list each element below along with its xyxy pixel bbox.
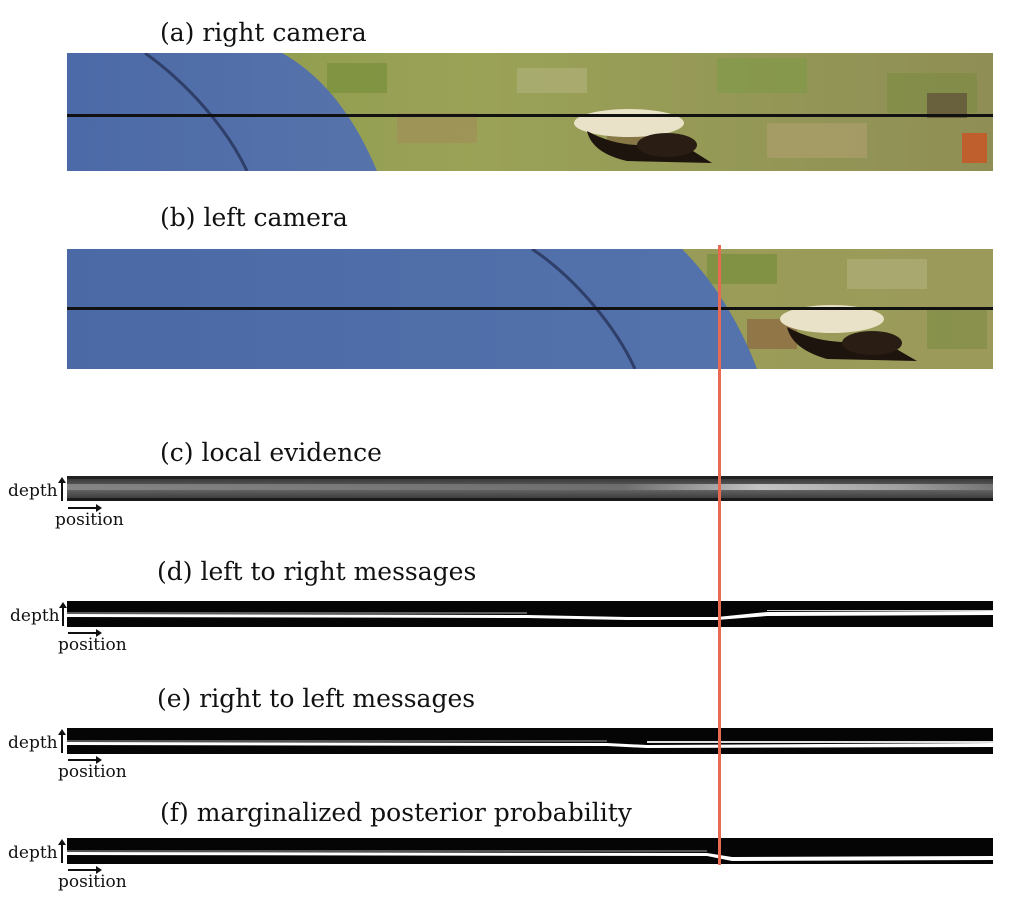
depth-arrow-d-icon	[59, 602, 67, 626]
caption-left-camera: (b) left camera	[160, 203, 348, 232]
position-arrow-f-icon	[68, 866, 102, 874]
left-camera-image	[67, 249, 993, 369]
posterior-map	[67, 838, 993, 864]
position-label-c: position	[55, 510, 124, 530]
local-evidence-strip	[67, 476, 993, 501]
right-to-left-strip	[67, 728, 993, 754]
column-marker-line	[718, 245, 721, 865]
right-camera-image	[67, 53, 993, 171]
position-arrow-d-icon	[68, 629, 102, 637]
left-to-right-map	[67, 601, 993, 627]
right-camera-photo	[67, 53, 993, 171]
position-label-e: position	[58, 762, 127, 782]
caption-right-to-left: (e) right to left messages	[157, 684, 476, 713]
caption-left-to-right: (d) left to right messages	[157, 557, 477, 586]
depth-arrow-f-icon	[58, 839, 66, 863]
depth-label-c: depth	[8, 481, 58, 501]
right-to-left-map	[67, 728, 993, 754]
local-evidence-map	[67, 476, 993, 501]
position-label-d: position	[58, 635, 127, 655]
position-arrow-c-icon	[68, 504, 102, 512]
position-label-f: position	[58, 872, 127, 892]
left-camera-photo	[67, 249, 993, 369]
position-arrow-e-icon	[68, 756, 102, 764]
depth-arrow-e-icon	[58, 729, 66, 753]
posterior-strip	[67, 838, 993, 864]
left-to-right-strip	[67, 601, 993, 627]
turtle-shape-left	[780, 305, 917, 361]
depth-label-f: depth	[8, 843, 58, 863]
depth-label-e: depth	[8, 733, 58, 753]
depth-label-d: depth	[10, 606, 60, 626]
caption-right-camera: (a) right camera	[160, 18, 367, 47]
depth-arrow-c-icon	[58, 477, 66, 501]
caption-local-evidence: (c) local evidence	[160, 438, 382, 467]
caption-posterior: (f) marginalized posterior probability	[160, 798, 632, 827]
